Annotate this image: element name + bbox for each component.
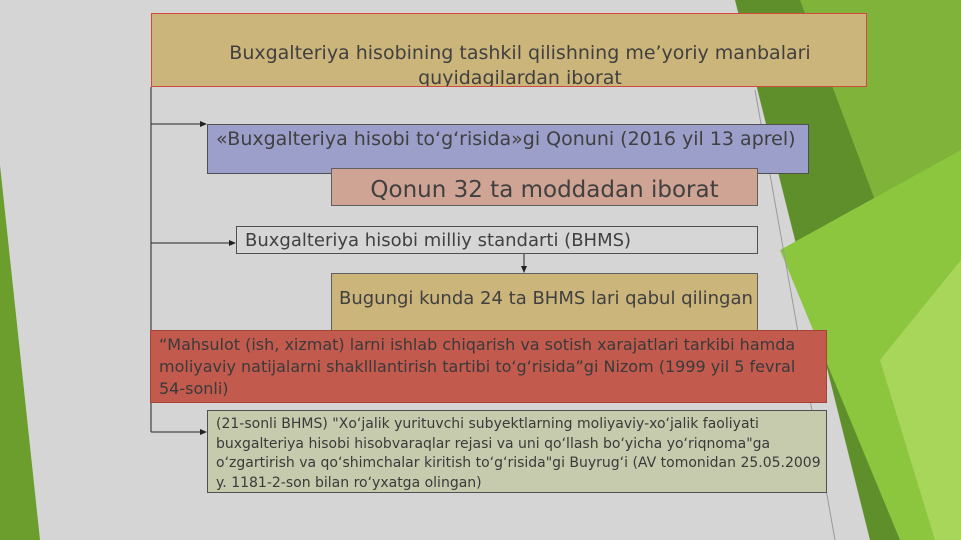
standard-detail-box: Bugungi kunda 24 ta BHMS lari qabul qili… bbox=[331, 273, 758, 331]
law-box: «Buxgalteriya hisobi to‘g‘risida»gi Qonu… bbox=[207, 124, 809, 174]
title-box: Buxgalteriya hisobining tashkil qilishni… bbox=[151, 13, 867, 87]
regulation-box: “Mahsulot (ish, xizmat) larni ishlab chi… bbox=[150, 330, 827, 403]
left-green-accent bbox=[0, 165, 40, 540]
standard-box: Buxgalteriya hisobi milliy standarti (BH… bbox=[236, 226, 758, 254]
arrowhead-standard-detail bbox=[521, 266, 527, 273]
bhms21-box: (21-sonli BHMS) "Xo‘jalik yurituvchi sub… bbox=[207, 410, 827, 493]
right-green-shape-highlight bbox=[880, 260, 961, 540]
law-detail-box: Qonun 32 ta moddadan iborat bbox=[331, 168, 758, 206]
arrowhead-bhms21 bbox=[200, 429, 207, 435]
arrowhead-standard bbox=[229, 240, 236, 246]
arrowhead-law bbox=[200, 121, 207, 127]
